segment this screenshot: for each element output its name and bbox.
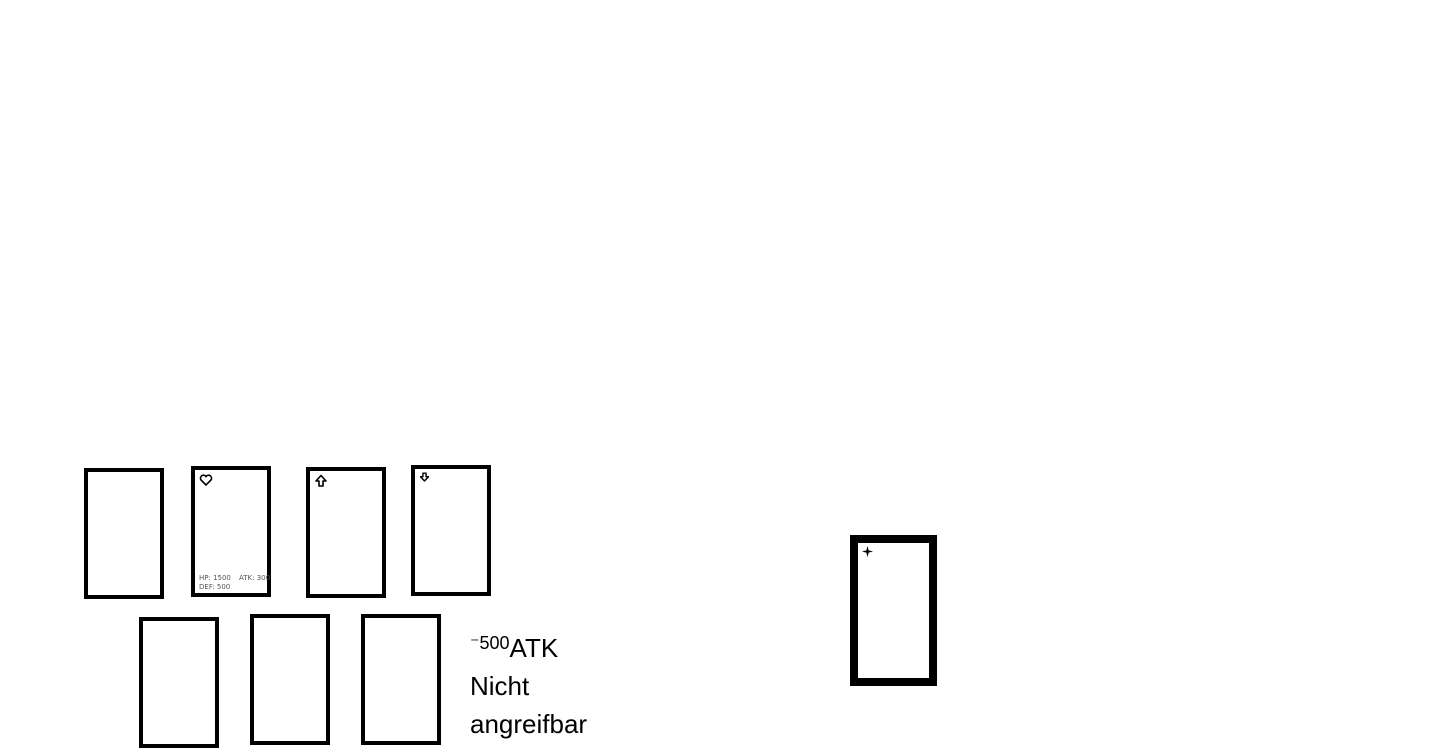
card-2[interactable]: HP: 1500 ATK: 300 DEF: 500 [191,466,271,597]
heart-icon [199,474,213,487]
card-def-stat: DEF: 500 [199,583,231,591]
sparkle-icon [861,545,874,558]
card-4[interactable] [411,465,491,596]
annotation-line-nicht: Nicht [470,671,530,701]
card-hp-stat: HP: 1500 [199,574,231,582]
card-3[interactable] [306,467,386,598]
card-atk-stat: ATK: 300 [239,574,271,582]
card-5[interactable] [139,617,219,748]
card-1[interactable] [84,468,164,599]
card-8[interactable] [850,535,937,686]
arrow-down-icon [419,472,430,482]
card-6[interactable] [250,614,330,745]
atk-label: ATK [509,633,559,663]
card-7[interactable] [361,614,441,745]
annotation-line-angreifbar: angreifbar [470,709,588,739]
card-effect-annotation: ⁻500ATK Nicht angreifbar [470,624,587,743]
arrow-up-icon [315,474,327,487]
atk-modifier: ⁻500 [470,633,510,653]
